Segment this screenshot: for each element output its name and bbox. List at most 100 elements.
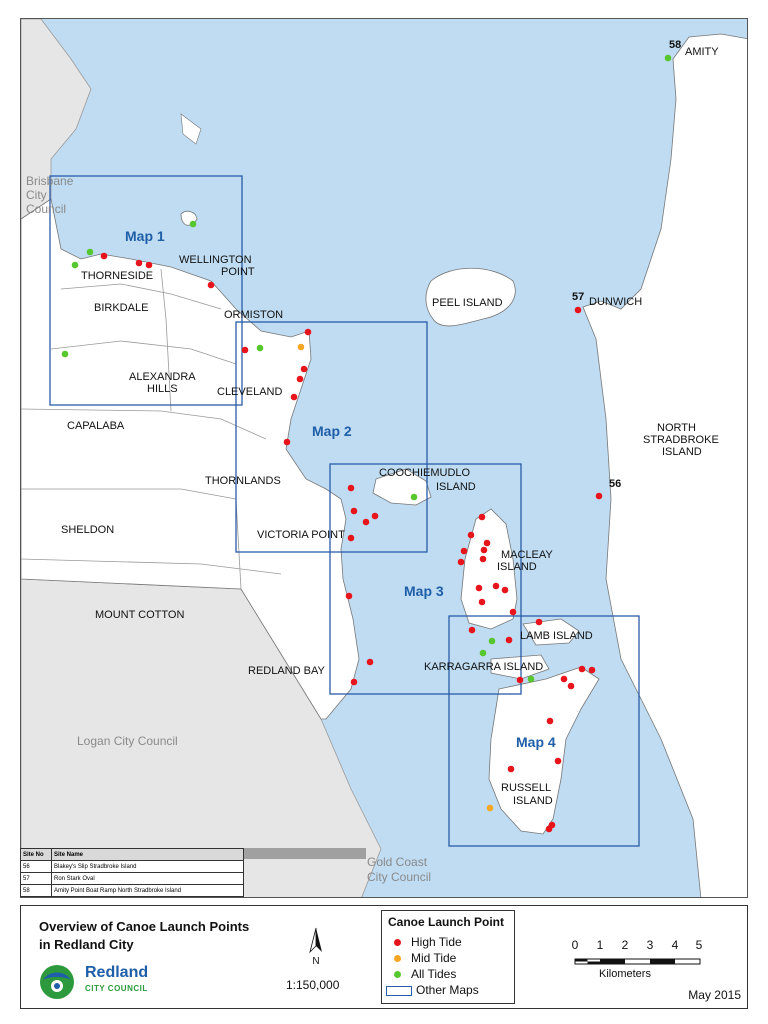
launch-point-high-tide[interactable] bbox=[347, 484, 355, 492]
launch-point-high-tide[interactable] bbox=[350, 678, 358, 686]
launch-point-high-tide[interactable] bbox=[501, 586, 509, 594]
launch-points bbox=[61, 54, 672, 833]
launch-point-high-tide[interactable] bbox=[300, 365, 308, 373]
launch-point-high-tide[interactable] bbox=[347, 534, 355, 542]
launch-point-high-tide[interactable] bbox=[507, 765, 515, 773]
redland-logo: Redland CITY COUNCIL bbox=[39, 964, 159, 1000]
launch-point-high-tide[interactable] bbox=[345, 592, 353, 600]
launch-point-all-tides[interactable] bbox=[479, 649, 487, 657]
launch-point-high-tide[interactable] bbox=[207, 281, 215, 289]
map-canvas[interactable]: AMITY DUNWICH PEEL ISLAND WELLINGTON POI… bbox=[20, 18, 748, 898]
launch-point-mid-tide[interactable] bbox=[297, 343, 305, 351]
launch-point-high-tide[interactable] bbox=[574, 306, 582, 314]
scale-tick: 4 bbox=[671, 938, 679, 952]
label-logan: Logan City Council bbox=[77, 734, 178, 748]
launch-point-high-tide[interactable] bbox=[478, 598, 486, 606]
launch-point-high-tide[interactable] bbox=[290, 393, 298, 401]
label-russell-island: ISLAND bbox=[513, 795, 553, 807]
launch-point-high-tide[interactable] bbox=[535, 618, 543, 626]
table-row: 56 Blakey's Slip Stradbroke Island bbox=[20, 860, 244, 873]
launch-point-all-tides[interactable] bbox=[71, 261, 79, 269]
launch-point-high-tide[interactable] bbox=[509, 608, 517, 616]
label-victoria-point: VICTORIA POINT bbox=[257, 529, 345, 541]
all-tides-dot-icon bbox=[394, 971, 401, 979]
map4-frame[interactable] bbox=[448, 615, 640, 847]
site-number-58: 58 bbox=[669, 39, 681, 51]
high-tide-dot-icon bbox=[394, 939, 401, 947]
label-map3: Map 3 bbox=[404, 583, 444, 599]
label-north-stradbroke-2: STRADBROKE bbox=[643, 434, 719, 446]
launch-point-all-tides[interactable] bbox=[86, 248, 94, 256]
launch-point-all-tides[interactable] bbox=[256, 344, 264, 352]
launch-point-high-tide[interactable] bbox=[366, 658, 374, 666]
launch-point-high-tide[interactable] bbox=[350, 507, 358, 515]
launch-point-all-tides[interactable] bbox=[189, 220, 197, 228]
legend-item-all-tides: All Tides bbox=[394, 967, 456, 981]
launch-point-all-tides[interactable] bbox=[664, 54, 672, 62]
launch-point-high-tide[interactable] bbox=[304, 328, 312, 336]
launch-point-all-tides[interactable] bbox=[61, 350, 69, 358]
label-redland-bay: REDLAND BAY bbox=[248, 665, 325, 677]
launch-point-high-tide[interactable] bbox=[516, 676, 524, 684]
scale-tick: 3 bbox=[646, 938, 654, 952]
launch-point-high-tide[interactable] bbox=[505, 636, 513, 644]
redland-logo-icon bbox=[40, 965, 74, 999]
label-karragarra: KARRAGARRA ISLAND bbox=[424, 661, 543, 673]
launch-point-all-tides[interactable] bbox=[488, 637, 496, 645]
mid-tide-dot-icon bbox=[394, 955, 401, 963]
launch-point-high-tide[interactable] bbox=[468, 626, 476, 634]
label-macleay: MACLEAY bbox=[501, 549, 553, 561]
label-north-stradbroke-3: ISLAND bbox=[662, 446, 702, 458]
launch-point-high-tide[interactable] bbox=[483, 539, 491, 547]
mud-islet bbox=[180, 113, 202, 145]
launch-point-high-tide[interactable] bbox=[467, 531, 475, 539]
map1-frame[interactable] bbox=[49, 175, 243, 406]
launch-point-high-tide[interactable] bbox=[480, 546, 488, 554]
launch-point-high-tide[interactable] bbox=[145, 261, 153, 269]
launch-point-high-tide[interactable] bbox=[241, 346, 249, 354]
launch-point-high-tide[interactable] bbox=[478, 513, 486, 521]
label-alexandra-hills: HILLS bbox=[147, 383, 178, 395]
map3-frame[interactable] bbox=[329, 463, 522, 695]
launch-point-high-tide[interactable] bbox=[492, 582, 500, 590]
launch-point-high-tide[interactable] bbox=[578, 665, 586, 673]
launch-point-high-tide[interactable] bbox=[560, 675, 568, 683]
scale-tick: 0 bbox=[571, 938, 579, 952]
site-table: Site No Site Name 56 Blakey's Slip Strad… bbox=[20, 848, 244, 897]
launch-point-high-tide[interactable] bbox=[567, 682, 575, 690]
launch-point-high-tide[interactable] bbox=[479, 555, 487, 563]
launch-point-high-tide[interactable] bbox=[371, 512, 379, 520]
launch-point-all-tides[interactable] bbox=[410, 493, 418, 501]
launch-point-high-tide[interactable] bbox=[135, 259, 143, 267]
site-number-56: 56 bbox=[609, 478, 621, 490]
launch-point-all-tides[interactable] bbox=[527, 675, 535, 683]
map-svg: AMITY DUNWICH PEEL ISLAND WELLINGTON POI… bbox=[21, 19, 747, 897]
label-coochiemudlo: COOCHIEMUDLO bbox=[379, 467, 471, 479]
site-table-bar bbox=[244, 848, 366, 859]
scale-ratio: 1:150,000 bbox=[286, 978, 340, 992]
label-north-stradbroke-1: NORTH bbox=[657, 422, 696, 434]
launch-point-high-tide[interactable] bbox=[554, 757, 562, 765]
legend-label: Other Maps bbox=[416, 983, 479, 997]
label-wellington-point: POINT bbox=[221, 266, 255, 278]
launch-point-high-tide[interactable] bbox=[545, 825, 553, 833]
label-thornlands: THORNLANDS bbox=[205, 475, 281, 487]
launch-point-high-tide[interactable] bbox=[283, 438, 291, 446]
lamb-island bbox=[522, 618, 580, 646]
launch-point-high-tide[interactable] bbox=[595, 492, 603, 500]
logo-name: Redland bbox=[85, 964, 149, 981]
launch-point-high-tide[interactable] bbox=[296, 375, 304, 383]
launch-point-high-tide[interactable] bbox=[546, 717, 554, 725]
launch-point-high-tide[interactable] bbox=[460, 547, 468, 555]
launch-point-high-tide[interactable] bbox=[100, 252, 108, 260]
label-map1: Map 1 bbox=[125, 228, 165, 244]
launch-point-mid-tide[interactable] bbox=[486, 804, 494, 812]
launch-point-high-tide[interactable] bbox=[457, 558, 465, 566]
launch-point-high-tide[interactable] bbox=[588, 666, 596, 674]
launch-point-high-tide[interactable] bbox=[362, 518, 370, 526]
launch-point-high-tide[interactable] bbox=[475, 584, 483, 592]
logo-subtitle: CITY COUNCIL bbox=[85, 984, 148, 993]
legend-item-other-maps: Other Maps bbox=[386, 983, 479, 997]
map2-frame[interactable] bbox=[235, 321, 428, 553]
mainland-redland bbox=[21, 198, 360, 720]
